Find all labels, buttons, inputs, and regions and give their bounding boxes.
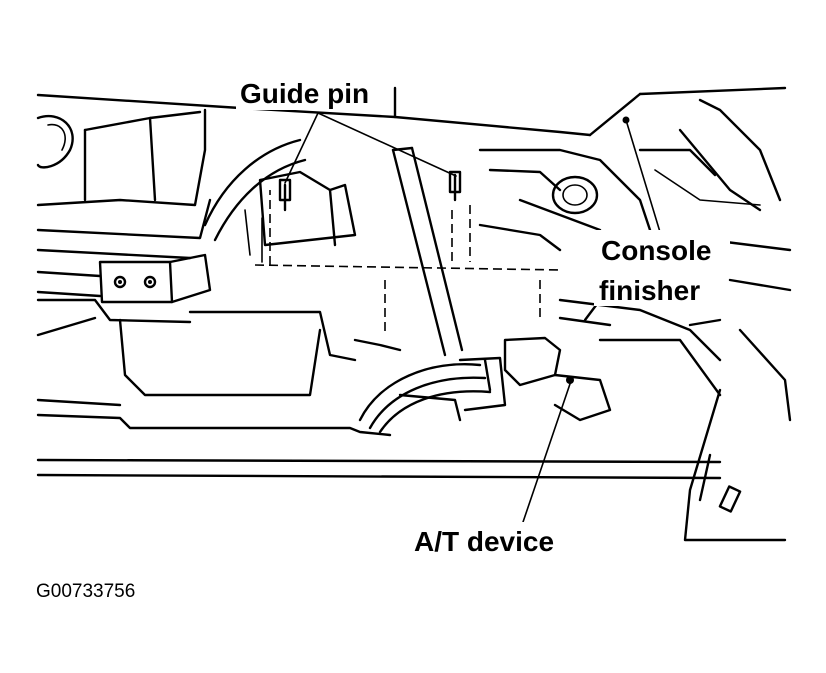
figure-code: G00733756	[36, 581, 135, 602]
right-side-wall	[683, 318, 792, 542]
right-upper-mechanism	[478, 98, 792, 292]
guide-bracket	[244, 170, 561, 335]
callout-labels: Guide pin Console finisher A/T device G0…	[36, 74, 730, 602]
shift-lever-rod	[391, 146, 464, 357]
console-upper-panel	[36, 86, 787, 169]
at-device-housing	[358, 288, 632, 434]
guide-pin-label: Guide pin	[240, 78, 369, 109]
leader-lines	[284, 112, 661, 526]
lower-console-rail	[36, 298, 722, 480]
at-device-label: A/T device	[414, 526, 554, 557]
console-finisher-label-line1: Console	[601, 235, 711, 266]
console-finisher-label-line2: finisher	[599, 275, 700, 306]
left-bracket-assembly	[36, 108, 307, 304]
